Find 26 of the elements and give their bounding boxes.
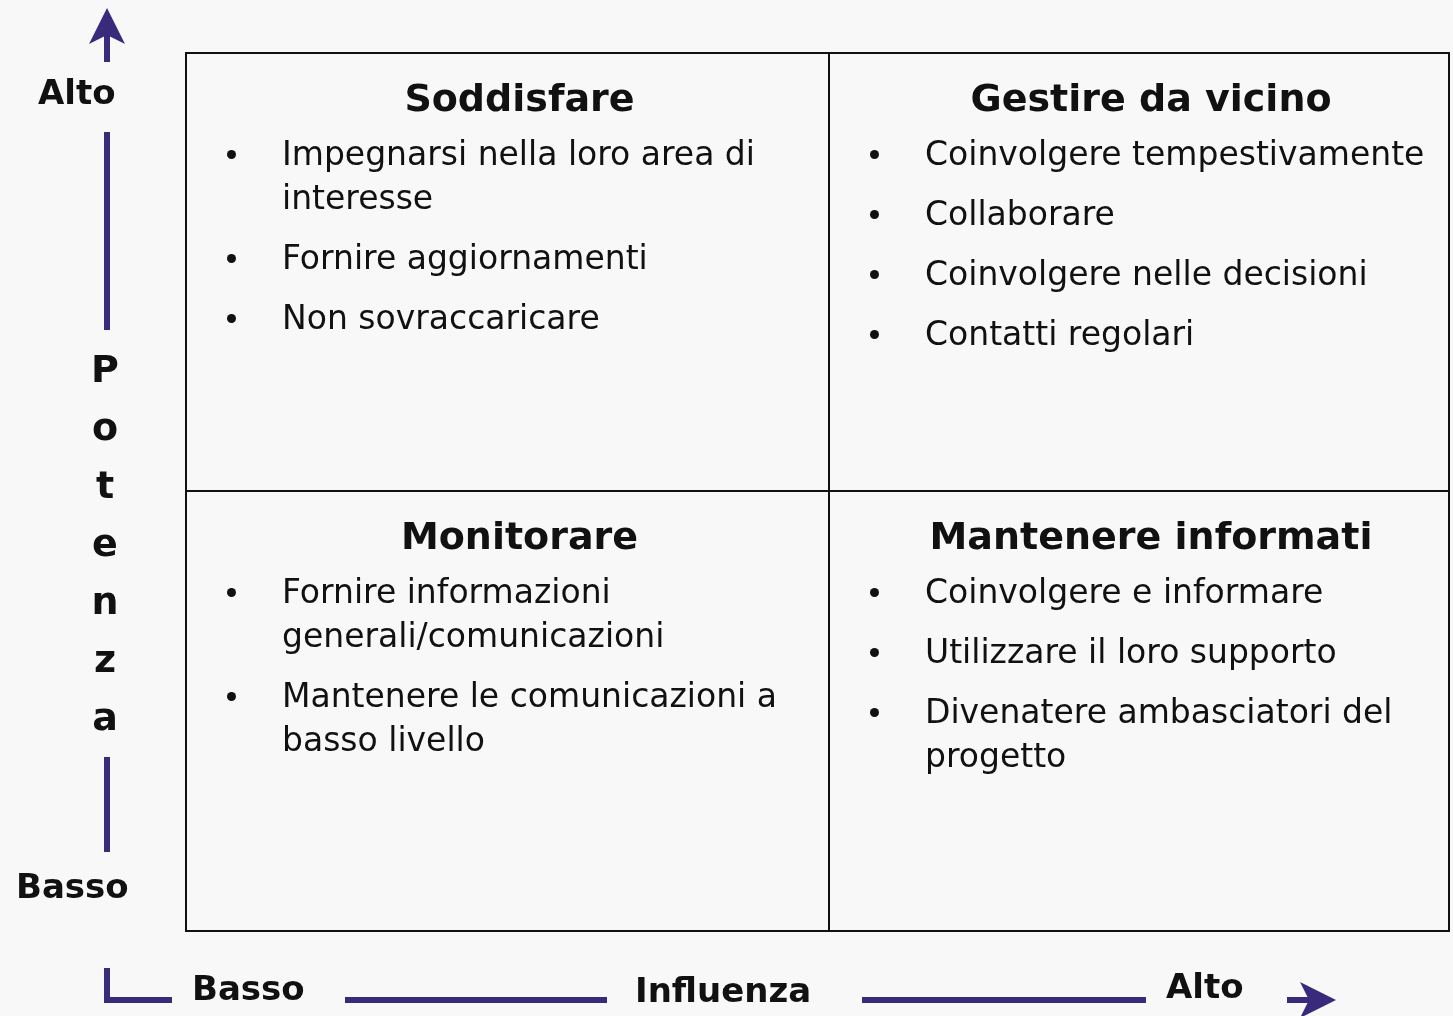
- bullet-text: Impegnarsi nella loro area di interesse: [282, 133, 756, 219]
- bullet-text: Utilizzare il loro supporto: [925, 631, 1337, 673]
- quadrant-heading: Monitorare: [399, 514, 640, 558]
- bullet-text: Divenatere ambasciatori del progetto: [925, 691, 1394, 777]
- bullet-text: Fornire informazioni generali/comunicazioni: [282, 571, 666, 657]
- bullet-text: Contatti regolari: [925, 313, 1195, 355]
- bullet-text: Collaborare: [925, 193, 1115, 235]
- axis-label: Basso: [16, 866, 129, 906]
- quadrant-box: [185, 490, 830, 932]
- bullet-text: Coinvolgere tempestivamente: [925, 133, 1425, 175]
- quadrant-heading: Gestire da vicino: [969, 76, 1333, 120]
- bullet-text: Coinvolgere nelle decisioni: [925, 253, 1368, 295]
- axis-label: Alto: [1166, 966, 1244, 1006]
- axis-label: Alto: [38, 72, 116, 112]
- quadrant-heading: Soddisfare: [403, 76, 636, 120]
- quadrant-heading: Mantenere informati: [928, 514, 1374, 558]
- axis-title: Potenza: [90, 346, 120, 741]
- axis-title: Influenza: [635, 970, 812, 1010]
- bullet-text: Coinvolgere e informare: [925, 571, 1324, 613]
- bullet-text: Non sovraccaricare: [282, 297, 600, 339]
- bullet-text: Fornire aggiornamenti: [282, 237, 648, 279]
- axis-label: Basso: [192, 968, 305, 1008]
- quadrant-box: [828, 490, 1450, 932]
- quadrant-box: [185, 52, 830, 492]
- quadrant-box: [828, 52, 1450, 492]
- bullet-text: Mantenere le comunicazioni a basso livello: [282, 675, 778, 761]
